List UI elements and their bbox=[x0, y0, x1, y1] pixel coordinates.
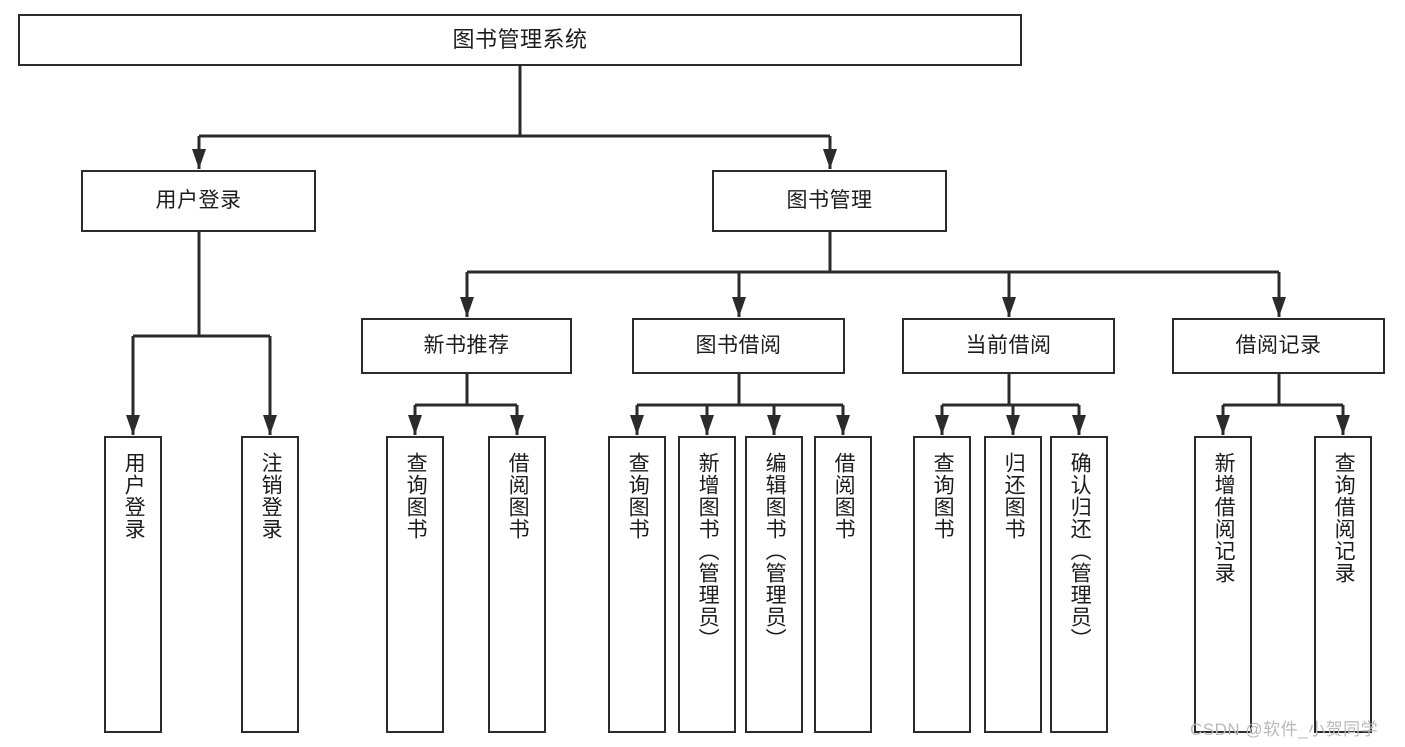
node-label: 用户登录 bbox=[155, 189, 242, 213]
node-label: 新增图书（管理员） bbox=[696, 452, 720, 650]
node-label: 归还图书 bbox=[1002, 452, 1026, 540]
csdn-watermark: CSDN @软件_小贺同学 bbox=[1190, 720, 1379, 739]
node-login[interactable]: 用户登录 bbox=[81, 170, 316, 232]
node-label: 借阅图书 bbox=[832, 452, 856, 540]
arrow-head-leaf13 bbox=[1336, 415, 1350, 435]
node-label: 用户登录 bbox=[122, 452, 146, 540]
node-label: 查询图书 bbox=[404, 452, 428, 540]
node-label: 注销登录 bbox=[259, 452, 283, 540]
node-leaf8[interactable]: 借阅图书 bbox=[814, 436, 872, 733]
node-label: 图书管理 bbox=[786, 189, 873, 213]
arrow-head-leaf5 bbox=[630, 415, 644, 435]
node-label: 查询图书 bbox=[626, 452, 650, 540]
node-label: 新书推荐 bbox=[423, 334, 510, 358]
node-label: 编辑图书（管理员） bbox=[763, 452, 787, 650]
node-borrow[interactable]: 图书借阅 bbox=[632, 318, 845, 374]
node-leaf10[interactable]: 归还图书 bbox=[984, 436, 1042, 733]
node-bookmgmt[interactable]: 图书管理 bbox=[712, 170, 947, 232]
arrow-head-leaf6 bbox=[700, 415, 714, 435]
arrow-head-leaf2 bbox=[263, 415, 277, 435]
arrow-head-leaf3 bbox=[408, 415, 422, 435]
node-leaf4[interactable]: 借阅图书 bbox=[488, 436, 546, 733]
node-label: 图书借阅 bbox=[695, 334, 782, 358]
arrow-head-current bbox=[1002, 297, 1016, 317]
node-label: 新增借阅记录 bbox=[1212, 452, 1236, 584]
node-newbook[interactable]: 新书推荐 bbox=[361, 318, 572, 374]
node-leaf3[interactable]: 查询图书 bbox=[386, 436, 444, 733]
node-label: 图书管理系统 bbox=[452, 26, 588, 52]
node-label: 借阅记录 bbox=[1235, 334, 1322, 358]
node-root[interactable]: 图书管理系统 bbox=[18, 14, 1022, 66]
node-leaf9[interactable]: 查询图书 bbox=[913, 436, 971, 733]
node-label: 借阅图书 bbox=[506, 452, 530, 540]
node-leaf1[interactable]: 用户登录 bbox=[104, 436, 162, 733]
arrow-head-leaf4 bbox=[510, 415, 524, 435]
arrow-head-login bbox=[192, 149, 206, 169]
arrow-head-bookmgmt bbox=[823, 149, 837, 169]
arrow-head-newbook bbox=[460, 297, 474, 317]
arrow-head-leaf9 bbox=[935, 415, 949, 435]
node-leaf12[interactable]: 新增借阅记录 bbox=[1194, 436, 1252, 733]
node-label: 确认归还（管理员） bbox=[1068, 452, 1092, 650]
node-label: 查询图书 bbox=[931, 452, 955, 540]
arrow-head-leaf10 bbox=[1006, 415, 1020, 435]
node-leaf7[interactable]: 编辑图书（管理员） bbox=[745, 436, 803, 733]
arrow-head-leaf1 bbox=[126, 415, 140, 435]
arrow-head-leaf7 bbox=[767, 415, 781, 435]
node-records[interactable]: 借阅记录 bbox=[1172, 318, 1385, 374]
arrow-head-records bbox=[1272, 297, 1286, 317]
node-label: 查询借阅记录 bbox=[1332, 452, 1356, 584]
arrow-head-leaf11 bbox=[1072, 415, 1086, 435]
arrow-head-leaf8 bbox=[836, 415, 850, 435]
node-leaf11[interactable]: 确认归还（管理员） bbox=[1050, 436, 1108, 733]
arrow-head-leaf12 bbox=[1216, 415, 1230, 435]
node-leaf6[interactable]: 新增图书（管理员） bbox=[678, 436, 736, 733]
node-leaf2[interactable]: 注销登录 bbox=[241, 436, 299, 733]
node-leaf5[interactable]: 查询图书 bbox=[608, 436, 666, 733]
arrow-head-borrow bbox=[732, 297, 746, 317]
node-leaf13[interactable]: 查询借阅记录 bbox=[1314, 436, 1372, 733]
node-label: 当前借阅 bbox=[965, 334, 1052, 358]
node-current[interactable]: 当前借阅 bbox=[902, 318, 1115, 374]
